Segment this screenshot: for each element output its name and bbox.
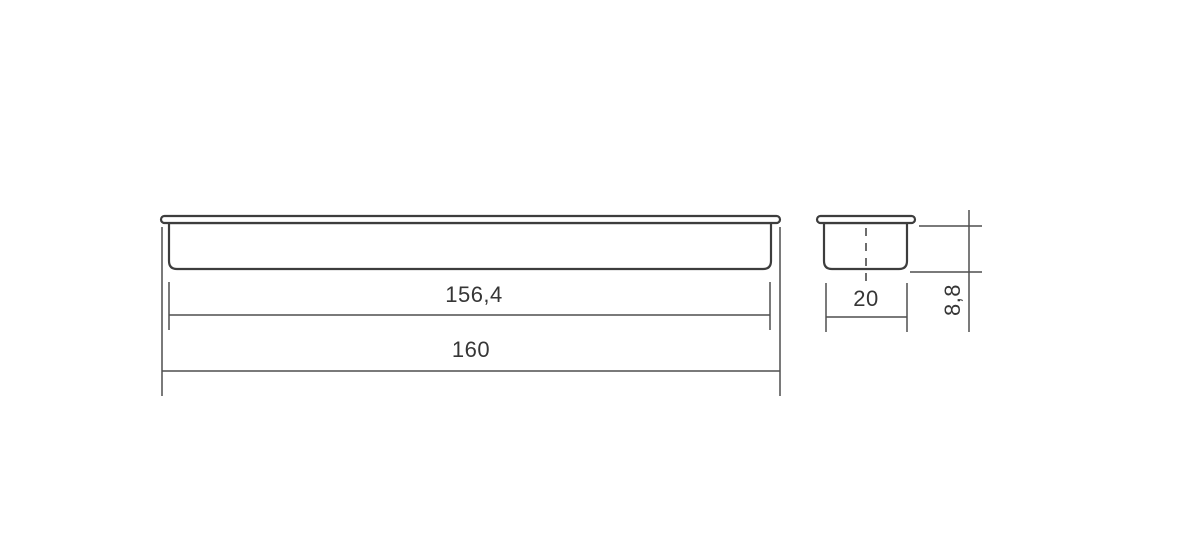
dim-inner-label: 156,4 <box>445 282 503 307</box>
dim-outer-label: 160 <box>452 337 490 362</box>
front-view-dim-inner: 156,4 <box>168 282 771 330</box>
side-view-dim-height: 8,8 <box>910 210 982 332</box>
front-view-flange-outline <box>159 214 782 225</box>
side-view: 20 8,8 <box>815 210 982 332</box>
dim-width-label: 20 <box>853 286 878 311</box>
dim-height-label: 8,8 <box>940 284 965 316</box>
side-view-dim-width: 20 <box>825 283 908 332</box>
front-view: 156,4 160 <box>159 214 782 396</box>
front-view-body-outline <box>167 221 773 271</box>
side-view-flange-outline <box>815 214 917 225</box>
front-view-dim-outer: 160 <box>161 227 781 396</box>
